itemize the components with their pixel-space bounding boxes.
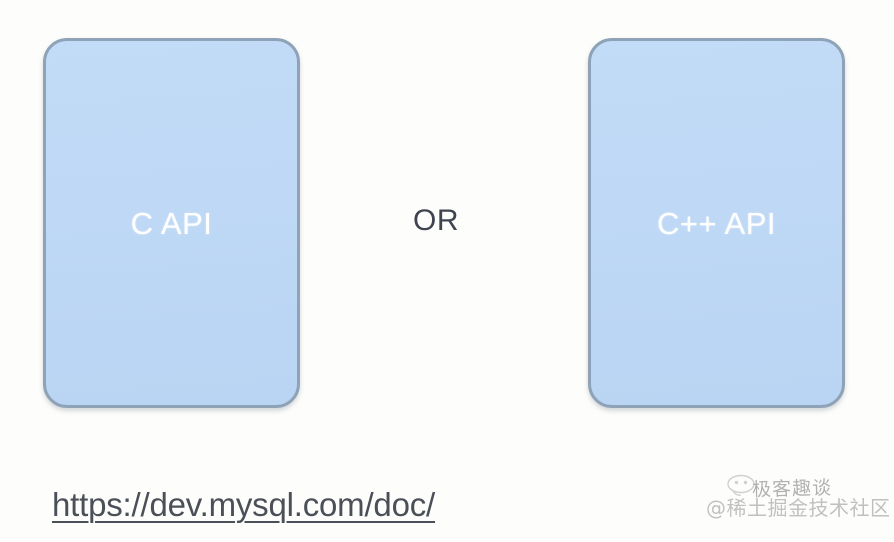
c-api-label: C API — [130, 205, 213, 241]
or-connector-label: OR — [413, 204, 459, 237]
watermark-logo-icon — [727, 474, 755, 496]
watermark: 极客趣谈 @稀土掘金技术社区 — [706, 474, 890, 532]
c-api-box: C API — [43, 38, 300, 408]
cpp-api-label: C++ API — [657, 205, 776, 241]
mysql-doc-link[interactable]: https://dev.mysql.com/doc/ — [52, 486, 436, 523]
cpp-api-box: C++ API — [588, 38, 845, 408]
watermark-community-text: @稀土掘金技术社区 — [706, 496, 891, 520]
